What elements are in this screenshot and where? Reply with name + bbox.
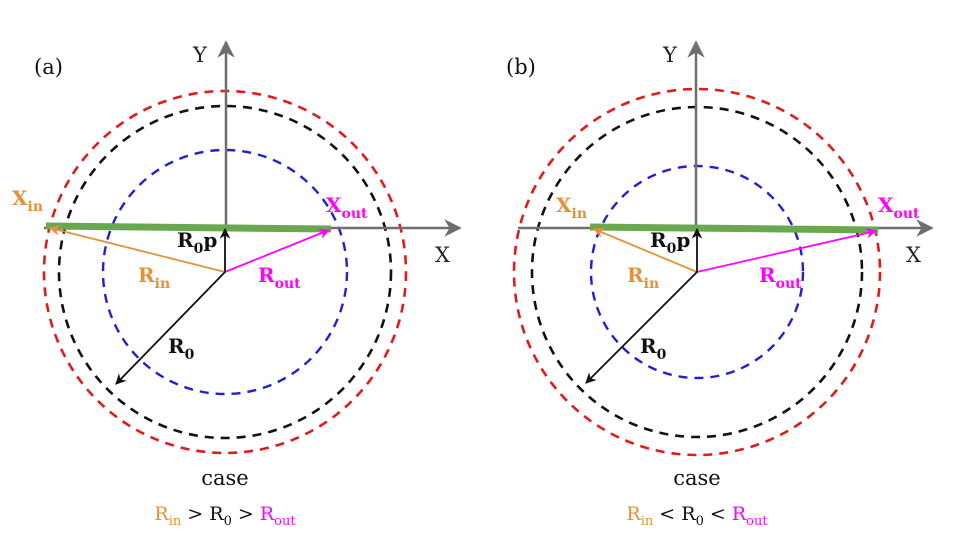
r0p-label: R0p: [650, 228, 690, 257]
r0-main: R: [640, 334, 657, 358]
r0p-label: R0p: [177, 228, 217, 257]
r-in-vector: [593, 227, 698, 273]
r0p-suffix: p: [203, 228, 217, 252]
r-out-vector: [696, 227, 878, 273]
x-out-sub: out: [342, 206, 369, 222]
panel-label: (b): [506, 55, 536, 79]
r-in-sub: in: [644, 276, 660, 292]
x-in-label: Xin: [12, 186, 43, 215]
case-label-text: case: [201, 466, 249, 490]
condition-r0-main: R: [209, 503, 224, 525]
y-axis-label: Y: [192, 43, 208, 67]
condition-operator-2: >: [232, 503, 260, 525]
r0-vector: [585, 271, 698, 384]
r-out-main: R: [258, 263, 275, 287]
x-out-main: X: [326, 193, 342, 217]
r-in-main: R: [627, 263, 644, 287]
track-segment: [45, 222, 332, 233]
panel-label-text: (a): [34, 55, 63, 79]
condition-r0-sub: 0: [224, 514, 232, 529]
r0-circle: [57, 104, 393, 440]
case-label: case: [673, 466, 721, 490]
x-in-sub: in: [572, 206, 588, 222]
r-out-sub: out: [275, 276, 302, 292]
r0p-main: R: [177, 228, 194, 252]
panel-label-text: (b): [506, 55, 536, 79]
r-in-sub: in: [155, 276, 171, 292]
r-out-label: Rout: [759, 263, 802, 292]
x-in-main: X: [556, 193, 572, 217]
r-in-vector: [48, 225, 226, 273]
condition-r-out-main: R: [260, 503, 275, 525]
outer-circle: [512, 87, 882, 457]
x-out-main: X: [878, 193, 894, 217]
r-out-sub: out: [776, 276, 803, 292]
r0p-sub: 0: [667, 241, 677, 257]
r-in-label: Rin: [138, 263, 170, 292]
condition-r-out-sub: out: [274, 514, 296, 529]
case-label-text: case: [673, 466, 721, 490]
panel-label: (a): [34, 55, 63, 79]
condition-operator-1: >: [181, 503, 209, 525]
condition-r-in-sub: in: [169, 514, 182, 529]
r0p-sub: 0: [194, 241, 204, 257]
y-axis-label-text: Y: [192, 43, 208, 67]
x-out-label: Xout: [326, 193, 368, 222]
condition-label: Rin < R0 < Rout: [626, 503, 768, 529]
condition-r0-sub: 0: [696, 514, 704, 529]
x-axis-label-text: X: [906, 243, 921, 267]
r-out-main: R: [759, 263, 776, 287]
r0-vector: [115, 271, 226, 385]
r-in-label: Rin: [627, 263, 659, 292]
y-axis-label: Y: [662, 43, 678, 67]
r0-main: R: [168, 334, 185, 358]
x-in-sub: in: [28, 199, 44, 215]
r-out-vector: [224, 228, 331, 273]
r0-sub: 0: [657, 347, 667, 363]
r0-circle: [530, 105, 864, 439]
x-out-label: Xout: [878, 193, 920, 222]
condition-r-in-main: R: [626, 503, 641, 525]
r0-label: R0: [168, 334, 195, 363]
case-label: case: [201, 466, 249, 490]
r0p-main: R: [650, 228, 667, 252]
condition-r-out-sub: out: [746, 514, 768, 529]
r0-label: R0: [640, 334, 667, 363]
x-in-main: X: [12, 186, 28, 210]
condition-r-in-main: R: [154, 503, 169, 525]
track-segment: [589, 223, 879, 234]
x-in-label: Xin: [556, 193, 587, 222]
condition-operator-1: <: [653, 503, 681, 525]
r-out-label: Rout: [258, 263, 301, 292]
y-axis-label-text: Y: [662, 43, 678, 67]
condition-label: Rin > R0 > Rout: [154, 503, 296, 529]
inner-circle: [101, 148, 349, 396]
condition-r0-main: R: [681, 503, 696, 525]
condition-r-in-sub: in: [641, 514, 654, 529]
x-axis-label: X: [906, 243, 921, 267]
x-out-sub: out: [894, 206, 921, 222]
condition-r-out-main: R: [732, 503, 747, 525]
r-in-main: R: [138, 263, 155, 287]
condition-operator-2: <: [704, 503, 732, 525]
r0-sub: 0: [185, 347, 195, 363]
x-axis-label: X: [435, 243, 450, 267]
r0p-suffix: p: [676, 228, 690, 252]
x-axis-label-text: X: [435, 243, 450, 267]
